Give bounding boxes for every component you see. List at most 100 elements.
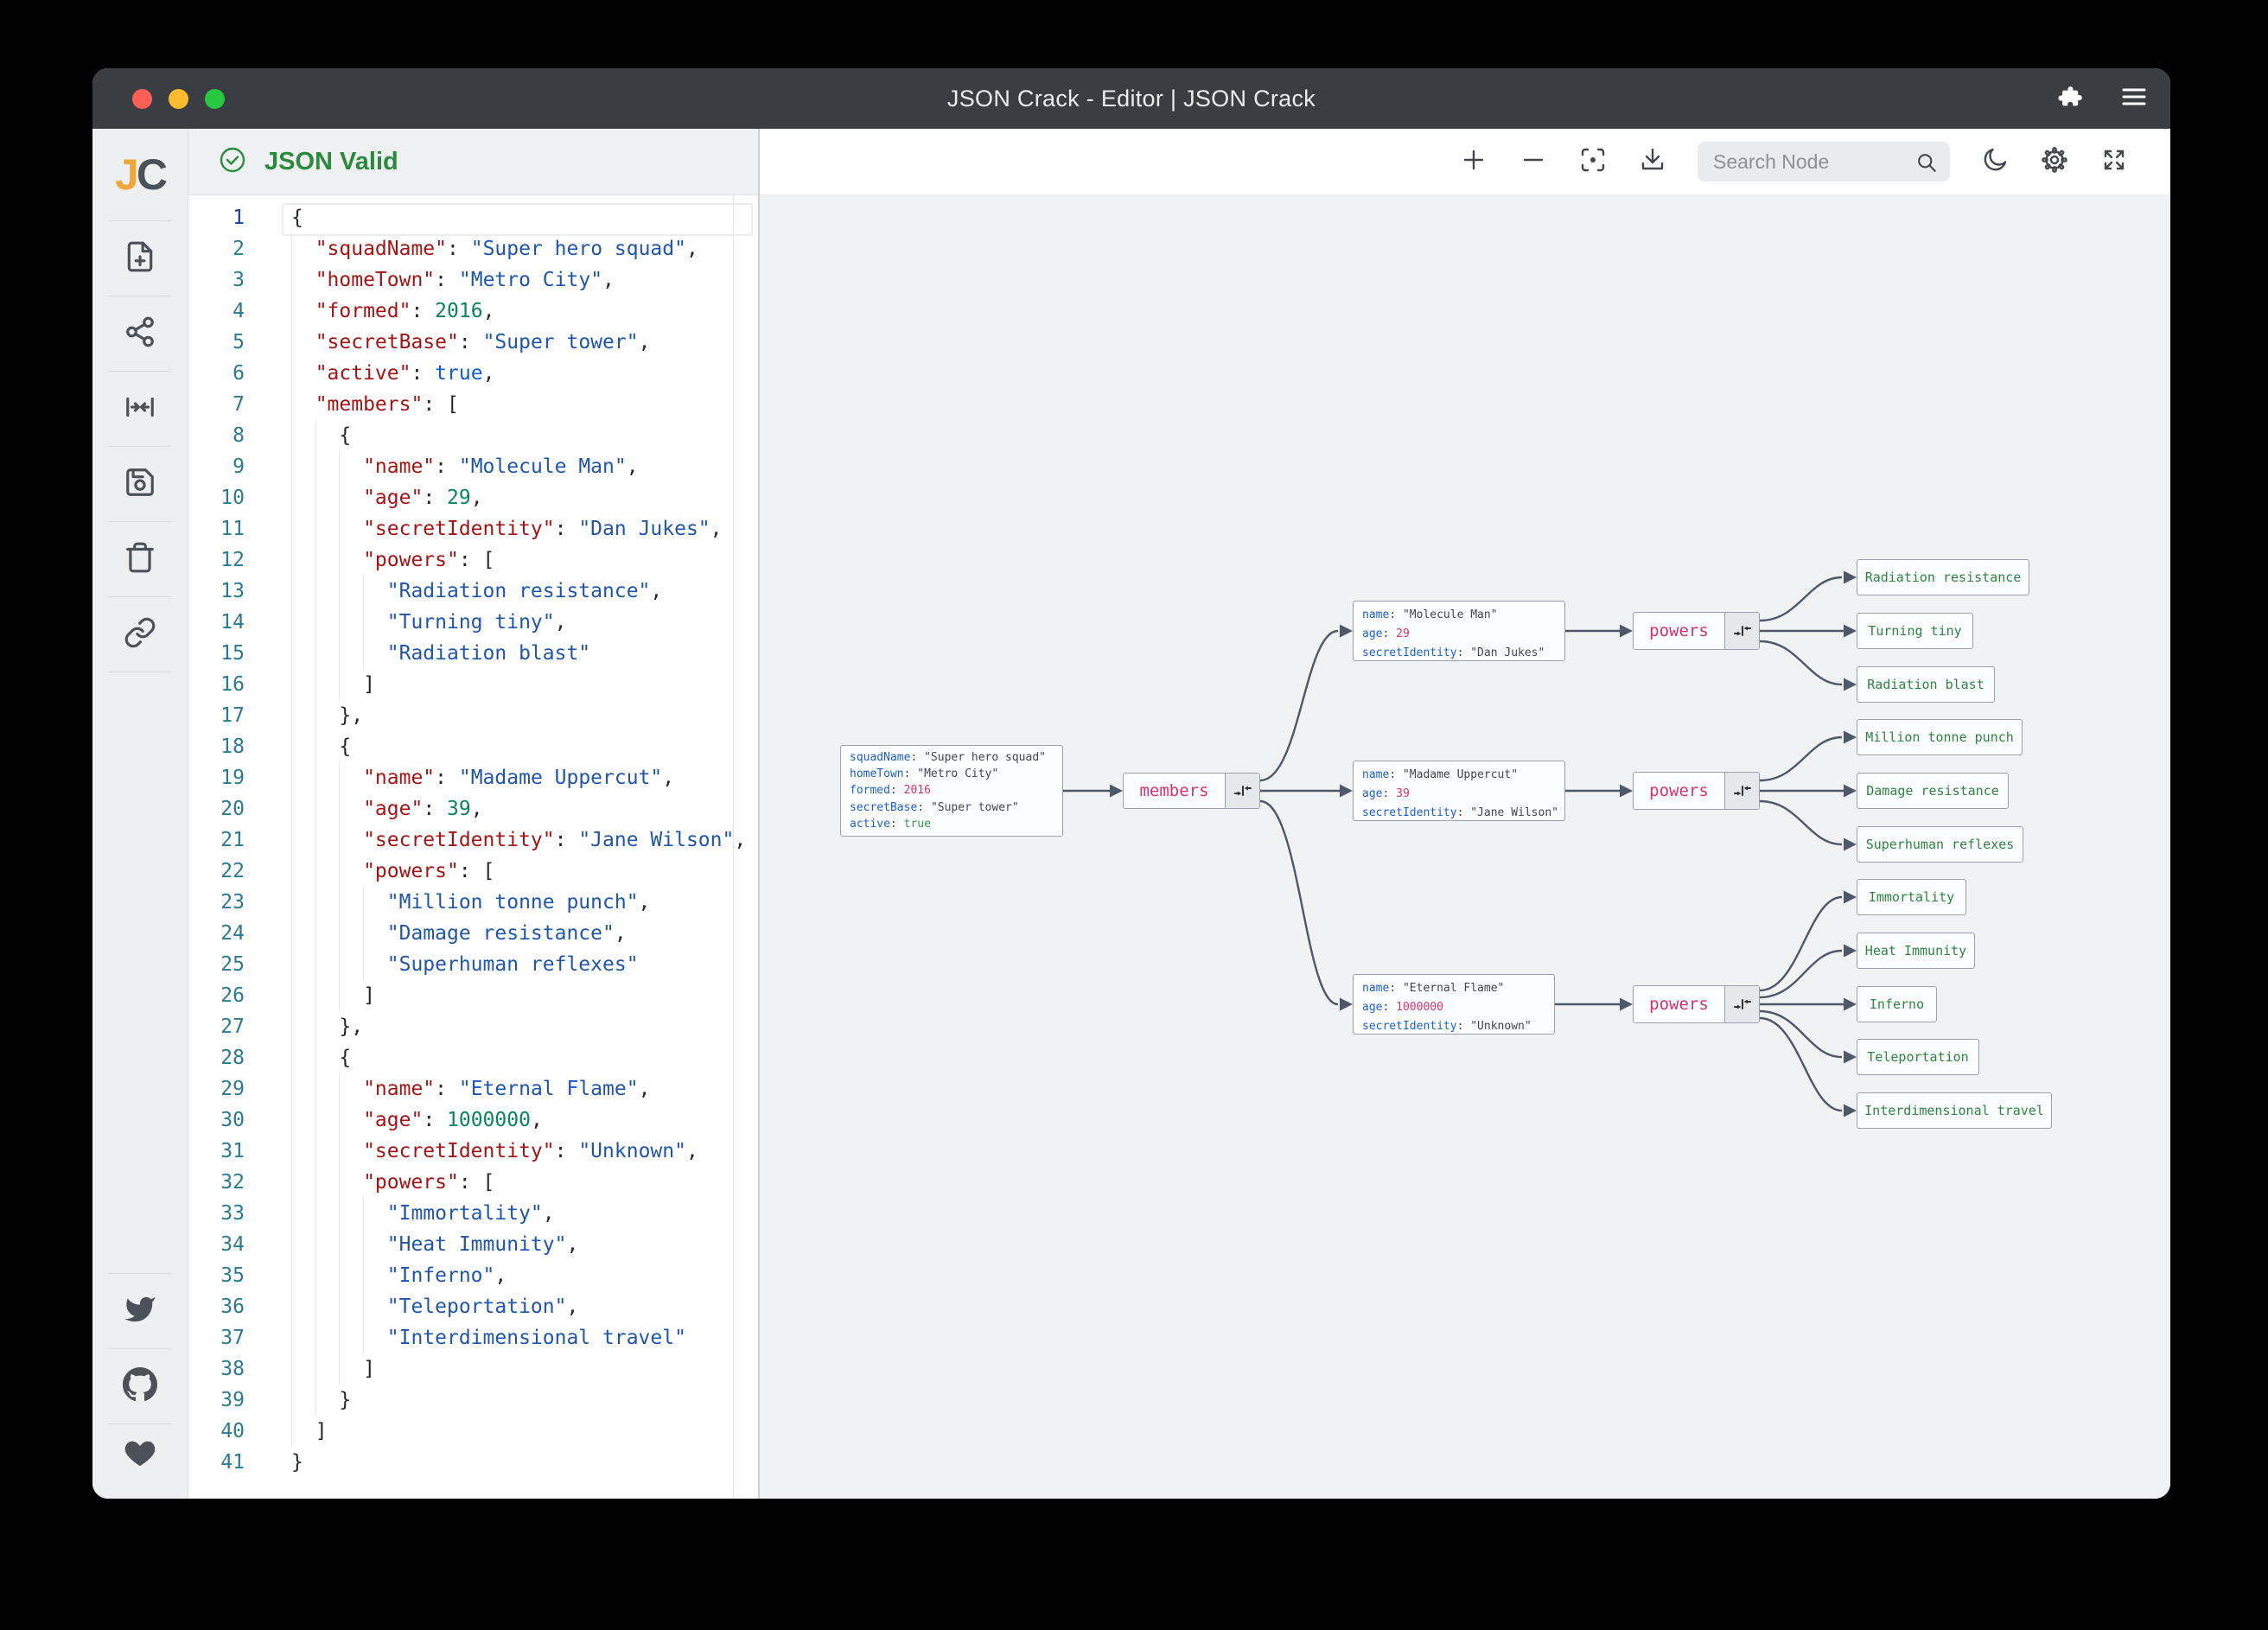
editor-line[interactable]: 10"age": 29, (188, 482, 758, 513)
code-line-content: ] (291, 669, 375, 700)
editor-line[interactable]: 12"powers": [ (188, 544, 758, 576)
graph-node-p1[interactable]: powers (1633, 612, 1760, 650)
graph-node-p2[interactable]: powers (1633, 772, 1760, 810)
settings-gear-button[interactable] (2040, 145, 2069, 179)
editor-line[interactable]: 3"homeTown": "Metro City", (188, 264, 758, 296)
fullscreen-button[interactable] (2099, 145, 2129, 179)
editor-line[interactable]: 36"Teleportation", (188, 1291, 758, 1322)
editor-line[interactable]: 39} (188, 1385, 758, 1416)
graph-node-r3b[interactable]: Heat Immunity (1857, 933, 1975, 969)
editor-scrollbar-track[interactable] (733, 195, 734, 1499)
editor-line[interactable]: 28{ (188, 1042, 758, 1073)
editor-line[interactable]: 20"age": 39, (188, 793, 758, 825)
graph-node-r1c[interactable]: Radiation blast (1857, 666, 1995, 703)
editor-line[interactable]: 2"squadName": "Super hero squad", (188, 233, 758, 264)
editor-line[interactable]: 13"Radiation resistance", (188, 576, 758, 607)
editor-line[interactable]: 16] (188, 669, 758, 700)
graph-node-r1b[interactable]: Turning tiny (1857, 613, 1973, 649)
graph-node-r2c[interactable]: Superhuman reflexes (1857, 826, 2023, 863)
editor-line[interactable]: 23"Million tonne punch", (188, 887, 758, 918)
code-line-content: "Teleportation", (291, 1291, 578, 1322)
leaf-node-label: Radiation blast (1867, 677, 1984, 692)
editor-line[interactable]: 8{ (188, 420, 758, 451)
editor-line[interactable]: 4"formed": 2016, (188, 296, 758, 327)
zoom-window-button[interactable] (205, 88, 225, 109)
zoom-out-button[interactable] (1519, 145, 1548, 179)
editor-line[interactable]: 1{ (188, 202, 758, 233)
editor-line[interactable]: 17}, (188, 700, 758, 731)
zoom-in-button[interactable] (1459, 145, 1488, 179)
graph-node-p3[interactable]: powers (1633, 985, 1760, 1023)
sidebar-item-new-file[interactable] (92, 221, 188, 296)
line-number: 25 (220, 953, 245, 976)
editor-line[interactable]: 24"Damage resistance", (188, 918, 758, 949)
line-number: 34 (220, 1233, 245, 1256)
graph-node-members[interactable]: members (1123, 773, 1260, 809)
graph-node-r1a[interactable]: Radiation resistance (1857, 559, 2029, 595)
sidebar-item-graph-view[interactable] (92, 296, 188, 371)
editor-line[interactable]: 19"name": "Madame Uppercut", (188, 762, 758, 793)
graph-node-root[interactable]: squadName: "Super hero squad"homeTown: "… (840, 745, 1063, 837)
json-code-editor[interactable]: 1{2"squadName": "Super hero squad",3"hom… (188, 195, 758, 1499)
editor-line[interactable]: 9"name": "Molecule Man", (188, 451, 758, 482)
editor-line[interactable]: 15"Radiation blast" (188, 638, 758, 669)
sidebar-item-fit-view[interactable] (92, 372, 188, 446)
editor-line[interactable]: 31"secretIdentity": "Unknown", (188, 1136, 758, 1167)
graph-node-r3e[interactable]: Interdimensional travel (1857, 1092, 2052, 1129)
collapse-node-button[interactable] (1724, 986, 1759, 1022)
editor-line[interactable]: 41} (188, 1447, 758, 1478)
editor-line[interactable]: 34"Heat Immunity", (188, 1229, 758, 1260)
sidebar-item-delete[interactable] (92, 522, 188, 596)
graph-node-r3d[interactable]: Teleportation (1857, 1039, 1979, 1075)
graph-node-r3c[interactable]: Inferno (1857, 986, 1937, 1022)
collapse-node-button[interactable] (1724, 773, 1759, 809)
focus-center-button[interactable] (1578, 145, 1608, 179)
editor-line[interactable]: 29"name": "Eternal Flame", (188, 1073, 758, 1105)
collapse-node-button[interactable] (1724, 613, 1759, 649)
editor-line[interactable]: 14"Turning tiny", (188, 607, 758, 638)
editor-line[interactable]: 25"Superhuman reflexes" (188, 949, 758, 980)
editor-line[interactable]: 22"powers": [ (188, 856, 758, 887)
hamburger-menu-icon[interactable] (2120, 84, 2148, 114)
editor-line[interactable]: 30"age": 1000000, (188, 1105, 758, 1136)
puzzle-extension-icon[interactable] (2056, 84, 2082, 114)
editor-line[interactable]: 6"active": true, (188, 358, 758, 389)
graph-canvas[interactable]: squadName: "Super hero squad"homeTown: "… (760, 195, 2170, 1499)
leaf-node-label: Teleportation (1867, 1049, 1969, 1065)
editor-line[interactable]: 37"Interdimensional travel" (188, 1322, 758, 1353)
search-icon[interactable] (1914, 150, 1940, 175)
close-window-button[interactable] (132, 88, 152, 109)
node-property-row: active: true (850, 817, 931, 831)
sidebar-item-sponsor[interactable] (92, 1424, 188, 1499)
sidebar-item-twitter[interactable] (92, 1274, 188, 1348)
graph-node-r2b[interactable]: Damage resistance (1857, 773, 2009, 809)
search-node-input[interactable] (1698, 142, 1950, 181)
graph-node-r3a[interactable]: Immortality (1857, 879, 1966, 915)
editor-line[interactable]: 5"secretBase": "Super tower", (188, 327, 758, 358)
sidebar-item-share-link[interactable] (92, 597, 188, 672)
download-image-button[interactable] (1638, 145, 1667, 179)
graph-node-r2a[interactable]: Million tonne punch (1857, 719, 2023, 755)
editor-line[interactable]: 21"secretIdentity": "Jane Wilson", (188, 825, 758, 856)
editor-line[interactable]: 27}, (188, 1011, 758, 1042)
sidebar-item-save[interactable] (92, 447, 188, 521)
code-line-content: "Interdimensional travel" (291, 1322, 686, 1353)
editor-line[interactable]: 33"Immortality", (188, 1198, 758, 1229)
editor-line[interactable]: 7"members": [ (188, 389, 758, 420)
editor-line[interactable]: 11"secretIdentity": "Dan Jukes", (188, 513, 758, 544)
editor-line[interactable]: 26] (188, 980, 758, 1011)
dark-mode-toggle[interactable] (1980, 145, 2010, 179)
editor-line[interactable]: 40] (188, 1416, 758, 1447)
minimize-window-button[interactable] (169, 88, 188, 109)
sidebar-item-github[interactable] (92, 1349, 188, 1423)
editor-line[interactable]: 32"powers": [ (188, 1167, 758, 1198)
editor-line[interactable]: 38] (188, 1353, 758, 1385)
editor-line[interactable]: 35"Inferno", (188, 1260, 758, 1291)
editor-line[interactable]: 18{ (188, 731, 758, 762)
collapse-node-button[interactable] (1225, 774, 1259, 808)
